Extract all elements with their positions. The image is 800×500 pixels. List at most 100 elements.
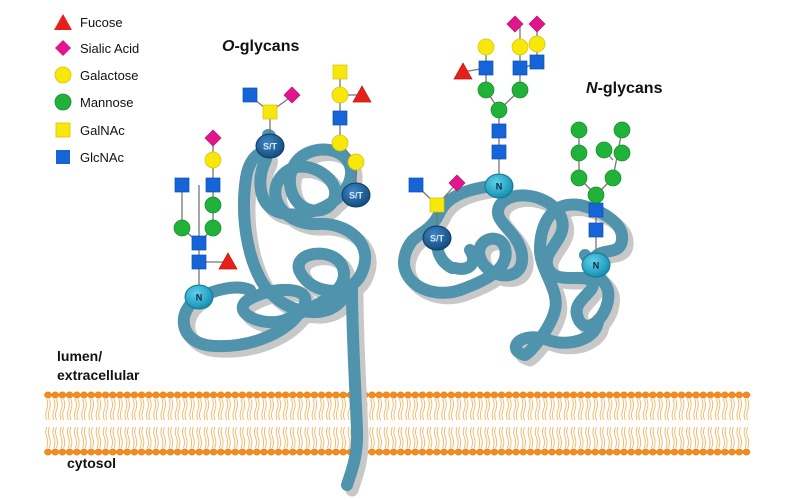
lipid-head-outer xyxy=(152,391,160,399)
glycan-residues xyxy=(173,15,631,270)
lipid-head-inner xyxy=(101,448,110,456)
lipid-head-inner xyxy=(195,448,203,456)
o-glycans-title: O-glycans xyxy=(222,38,300,55)
lipid-head-outer xyxy=(670,391,679,399)
lipid-head-outer xyxy=(692,391,700,399)
lipid-head-outer xyxy=(555,391,564,399)
lipid-head-outer xyxy=(706,391,715,399)
glcnac-residue xyxy=(408,177,424,193)
lipid-head-inner xyxy=(634,448,643,456)
lipid-head-outer xyxy=(389,391,398,399)
lipid-head-inner xyxy=(497,448,506,456)
lipid-head-inner xyxy=(216,448,225,456)
lipid-head-outer xyxy=(252,391,261,399)
lipid-head-inner xyxy=(109,448,117,456)
fucose-residue xyxy=(453,62,473,80)
lipid-head-outer xyxy=(238,391,247,399)
lipid-head-inner xyxy=(721,448,729,456)
lipid-head-outer xyxy=(80,391,88,399)
lipid-head-inner xyxy=(569,448,578,456)
galactose-residue xyxy=(204,151,222,169)
lipid-head-inner xyxy=(396,448,405,456)
sialic-acid-residue xyxy=(506,15,524,33)
lipid-head-inner xyxy=(375,448,384,456)
glcnac-residue xyxy=(491,144,507,160)
mannose-circle-icon xyxy=(54,93,72,111)
n-site-label: N xyxy=(496,182,503,192)
galnac-residue xyxy=(332,64,348,80)
o-glycosylation-site-3: S/T xyxy=(422,225,452,251)
galactose-residue xyxy=(331,134,349,152)
glcnac-residue xyxy=(512,60,528,76)
galnac-residue xyxy=(429,197,445,213)
lipid-head-outer xyxy=(577,391,585,399)
lipid-head-inner xyxy=(58,448,67,456)
lipid-head-inner xyxy=(620,448,628,456)
lipid-head-inner xyxy=(303,448,312,456)
extracellular-label: extracellular xyxy=(57,367,140,383)
lipid-head-outer xyxy=(404,391,412,399)
sialic-acid-diamond-icon xyxy=(55,40,71,56)
lipid-head-inner xyxy=(613,448,621,456)
legend-label-galactose: Galactose xyxy=(80,68,139,83)
lipid-head-outer xyxy=(87,391,95,399)
legend-item-galnac: GalNAc xyxy=(52,119,212,143)
lipid-head-inner xyxy=(389,448,398,456)
glcnac-residue xyxy=(332,110,348,126)
mannose-residue xyxy=(587,186,605,204)
lipid-head-inner xyxy=(591,448,600,456)
lipid-head-inner xyxy=(512,448,520,456)
lipid-head-outer xyxy=(461,391,470,399)
lipid-head-outer xyxy=(548,391,556,399)
lipid-head-outer xyxy=(742,391,751,399)
galactose-residue xyxy=(331,86,349,104)
lipid-head-outer xyxy=(209,391,218,399)
lipid-head-outer xyxy=(245,391,254,399)
lipid-head-outer xyxy=(224,391,232,399)
legend-item-glcnac: GlcNAc xyxy=(52,146,212,170)
lipid-head-inner xyxy=(649,448,657,456)
lipid-head-outer xyxy=(504,391,513,399)
lipid-head-outer xyxy=(116,391,124,399)
lipid-head-inner xyxy=(130,448,139,456)
lipid-head-outer xyxy=(677,391,686,399)
lipid-head-inner xyxy=(663,448,672,456)
lipid-head-inner xyxy=(87,448,95,456)
lipid-head-outer xyxy=(541,391,549,399)
lipid-head-outer xyxy=(649,391,657,399)
lipid-head-inner xyxy=(483,448,492,456)
galactose-residue xyxy=(477,38,495,56)
lipid-head-outer xyxy=(620,391,628,399)
lipid-head-inner xyxy=(317,448,326,456)
lipid-head-inner xyxy=(209,448,218,456)
lipid-head-outer xyxy=(123,391,131,399)
lipid-head-outer xyxy=(490,391,499,399)
mannose-residue xyxy=(613,121,631,139)
glcnac-residue xyxy=(588,222,604,238)
lipid-head-outer xyxy=(562,391,571,399)
lipid-head-inner xyxy=(461,448,470,456)
o-glycosylation-site-2: S/T xyxy=(341,182,371,208)
lipid-head-inner xyxy=(440,448,448,456)
lipid-head-outer xyxy=(180,391,189,399)
legend-label-mannose: Mannose xyxy=(80,95,134,110)
lipid-head-inner xyxy=(577,448,585,456)
cytosol-label: cytosol xyxy=(67,455,117,471)
lipid-head-outer xyxy=(202,391,211,399)
lipid-head-inner xyxy=(533,448,542,456)
lipid-head-outer xyxy=(432,391,441,399)
lipid-head-outer xyxy=(324,391,333,399)
lipid-head-inner xyxy=(238,448,247,456)
lipid-head-inner xyxy=(382,448,391,456)
lipid-head-outer xyxy=(497,391,506,399)
lipid-head-inner xyxy=(65,448,74,456)
lipid-head-inner xyxy=(692,448,700,456)
glcnac-residue xyxy=(191,254,207,270)
lipid-head-inner xyxy=(245,448,254,456)
st-site-label: S/T xyxy=(430,234,445,244)
glcnac-residue xyxy=(205,177,221,193)
mannose-residue xyxy=(477,81,495,99)
legend-label-fucose: Fucose xyxy=(80,15,123,30)
lipid-head-inner xyxy=(51,448,60,456)
lipid-head-inner xyxy=(706,448,715,456)
